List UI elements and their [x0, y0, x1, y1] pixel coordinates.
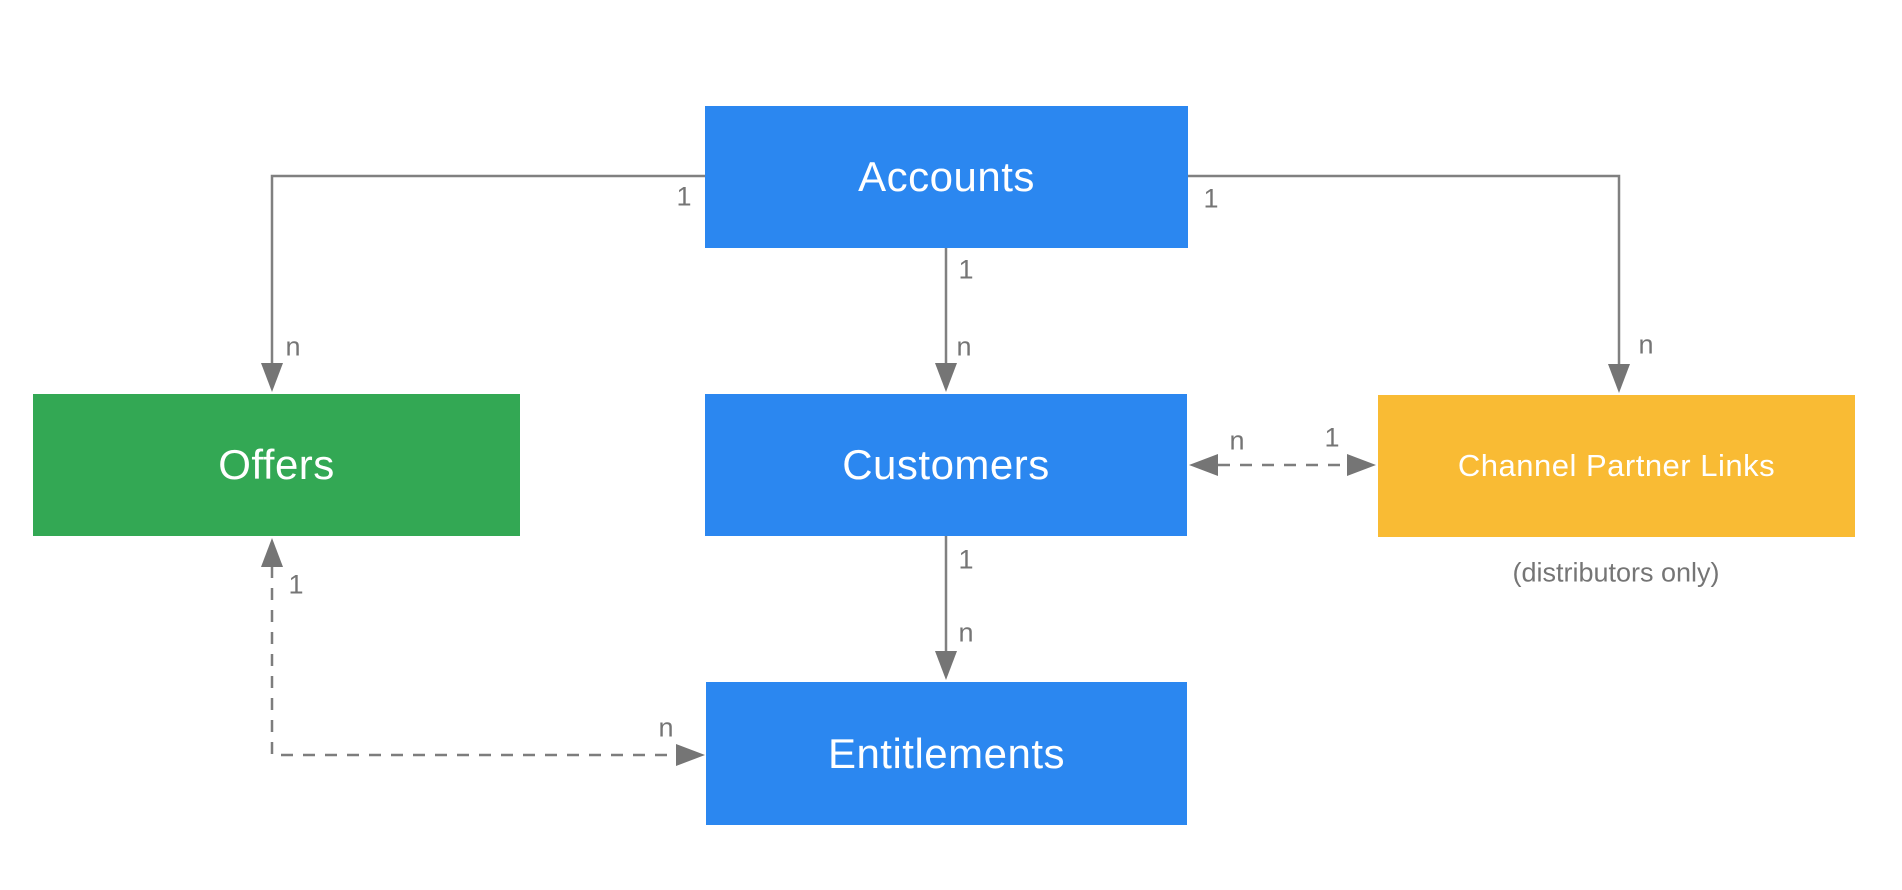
edge-customers-entitlements-target-multiplicity: n — [958, 617, 974, 648]
edge-accounts-customers-target-multiplicity: n — [956, 331, 972, 362]
node-channel-partner-links: Channel Partner Links — [1378, 395, 1855, 537]
edge-customers-channel-partner-links-arrowhead-left — [1189, 454, 1218, 476]
node-customers: Customers — [705, 394, 1187, 536]
edge-entitlements-offers — [261, 538, 705, 766]
edge-customers-entitlements-source-multiplicity: 1 — [958, 544, 974, 575]
edge-accounts-offers-line — [270, 174, 705, 366]
edge-customers-entitlements-arrowhead — [935, 651, 957, 680]
edge-accounts-channel-partner-links-target-multiplicity: n — [1638, 329, 1654, 360]
edge-customers-channel-partner-links-target-multiplicity: 1 — [1324, 422, 1340, 453]
edge-entitlements-offers-target-multiplicity: 1 — [288, 569, 304, 600]
edge-accounts-customers-arrowhead — [935, 363, 957, 392]
edge-accounts-customers-source-multiplicity: 1 — [958, 254, 974, 285]
edge-customers-channel-partner-links — [1189, 454, 1376, 476]
node-accounts: Accounts — [705, 106, 1188, 248]
edge-accounts-channel-partner-links-source-multiplicity: 1 — [1203, 183, 1219, 214]
node-offers: Offers — [33, 394, 520, 536]
edge-customers-channel-partner-links-source-multiplicity: n — [1229, 425, 1245, 456]
edge-customers-channel-partner-links-arrowhead-right — [1347, 454, 1376, 476]
edge-entitlements-offers-arrowhead-up — [261, 538, 283, 567]
edge-accounts-offers-source-multiplicity: 1 — [676, 181, 692, 212]
edge-accounts-channel-partner-links-line — [1188, 174, 1621, 367]
edge-accounts-channel-partner-links-arrowhead — [1608, 364, 1630, 393]
edge-customers-entitlements — [935, 536, 957, 680]
channel-partner-links-caption: (distributors only) — [1512, 557, 1720, 588]
edge-accounts-channel-partner-links — [1188, 174, 1630, 393]
edge-accounts-offers — [261, 174, 705, 392]
edge-entitlements-offers-line — [270, 566, 677, 757]
node-offers-label: Offers — [218, 441, 335, 488]
node-entitlements: Entitlements — [706, 682, 1187, 825]
node-entitlements-label: Entitlements — [827, 729, 1066, 777]
edge-entitlements-offers-arrowhead-right — [676, 744, 705, 766]
edge-accounts-customers — [935, 248, 957, 392]
edge-accounts-offers-arrowhead — [261, 363, 283, 392]
node-customers-label: Customers — [842, 441, 1050, 488]
edge-accounts-offers-target-multiplicity: n — [285, 331, 301, 362]
edge-entitlements-offers-source-multiplicity: n — [658, 712, 674, 743]
node-accounts-label: Accounts — [858, 153, 1035, 200]
node-channel-partner-links-label: Channel Partner Links — [1457, 448, 1776, 483]
